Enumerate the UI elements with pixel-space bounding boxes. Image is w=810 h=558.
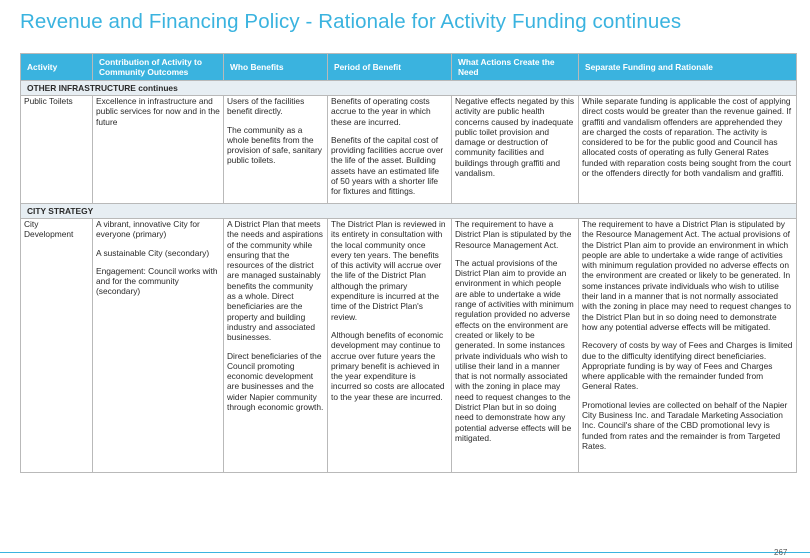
column-header: Contribution of Activity to Community Ou… — [92, 53, 224, 81]
period-cell: The District Plan is reviewed in its ent… — [327, 218, 452, 473]
cell-paragraph: A sustainable City (secondary) — [96, 247, 210, 258]
cell-paragraph: Promotional levies are collected on beha… — [582, 399, 788, 451]
column-header: Separate Funding and Rationale — [578, 53, 797, 81]
cell-paragraph: A vibrant, innovative City for everyone … — [96, 219, 200, 240]
table-header-row: Activity Contribution of Activity to Com… — [20, 53, 797, 81]
cell-paragraph: The District Plan is reviewed in its ent… — [331, 219, 446, 322]
cell-paragraph: The requirement to have a District Plan … — [582, 219, 792, 332]
cell-paragraph: Benefits of the capital cost of providin… — [331, 134, 444, 197]
column-header: What Actions Create the Need — [451, 53, 579, 81]
page-title: Revenue and Financing Policy - Rationale… — [20, 10, 682, 33]
cell-paragraph: Recovery of costs by way of Fees and Cha… — [582, 340, 793, 392]
cell-paragraph: The requirement to have a District Plan … — [455, 219, 572, 250]
funding-rationale-table: Activity Contribution of Activity to Com… — [20, 53, 797, 473]
cell-paragraph: Users of the facilities benefit directly… — [227, 96, 305, 117]
cell-paragraph: The actual provisions of the District Pl… — [455, 257, 574, 443]
cell-paragraph: A District Plan that meets the needs and… — [227, 219, 323, 343]
actions-cell: Negative effects negated by this activit… — [451, 95, 579, 204]
cell-paragraph: Excellence in infrastructure and public … — [96, 96, 220, 127]
contribution-cell: Excellence in infrastructure and public … — [92, 95, 224, 204]
footer-rule — [0, 552, 810, 553]
section-row: CITY STRATEGY — [20, 203, 797, 219]
cell-paragraph: Although benefits of economic developmen… — [331, 329, 445, 402]
activity-cell: Public Toilets — [20, 95, 93, 204]
column-header: Who Benefits — [223, 53, 328, 81]
section-label: CITY STRATEGY — [20, 203, 797, 219]
table-row: City Development A vibrant, innovative C… — [20, 218, 797, 473]
who-benefits-cell: A District Plan that meets the needs and… — [223, 218, 328, 473]
cell-paragraph: Engagement: Council works with and for t… — [96, 265, 218, 297]
funding-cell: The requirement to have a District Plan … — [578, 218, 797, 473]
section-row: OTHER INFRASTRUCTURE continues — [20, 80, 797, 96]
cell-paragraph: Negative effects negated by this activit… — [455, 96, 575, 179]
cell-paragraph: While separate funding is applicable the… — [582, 96, 792, 179]
cell-paragraph: The community as a whole benefits from t… — [227, 124, 322, 166]
section-label: OTHER INFRASTRUCTURE continues — [20, 80, 797, 96]
funding-cell: While separate funding is applicable the… — [578, 95, 797, 204]
who-benefits-cell: Users of the facilities benefit directly… — [223, 95, 328, 204]
cell-paragraph: Direct beneficiaries of the Council prom… — [227, 350, 324, 413]
column-header: Period of Benefit — [327, 53, 452, 81]
period-cell: Benefits of operating costs accrue to th… — [327, 95, 452, 204]
cell-paragraph: Benefits of operating costs accrue to th… — [331, 96, 431, 127]
page-number: 267 — [774, 548, 788, 557]
actions-cell: The requirement to have a District Plan … — [451, 218, 579, 473]
column-header: Activity — [20, 53, 93, 81]
table-row: Public Toilets Excellence in infrastruct… — [20, 95, 797, 204]
contribution-cell: A vibrant, innovative City for everyone … — [92, 218, 224, 473]
activity-cell: City Development — [20, 218, 93, 473]
